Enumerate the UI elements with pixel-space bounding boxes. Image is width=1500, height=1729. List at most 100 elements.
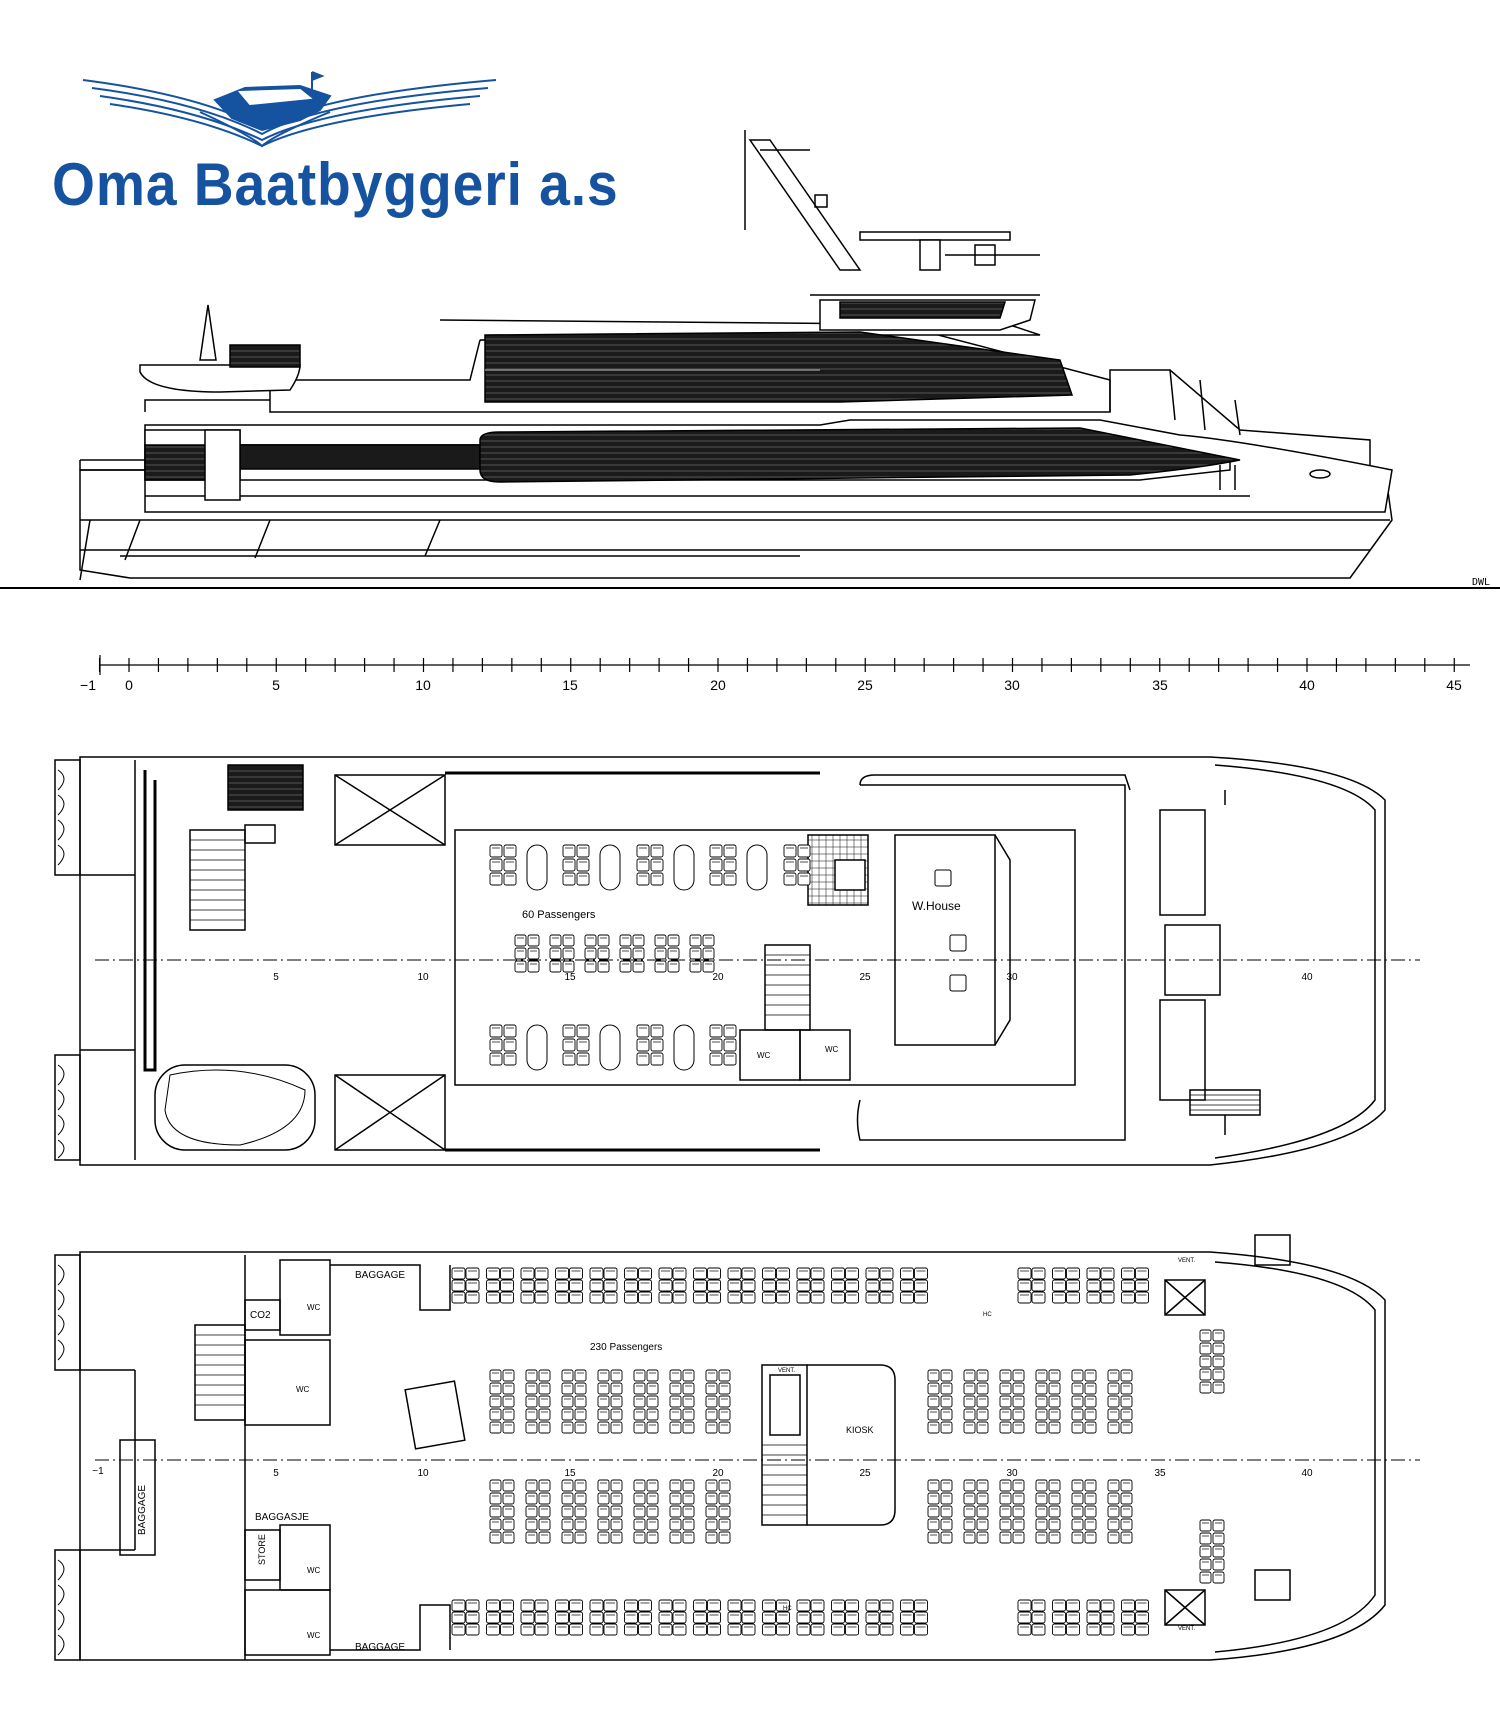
seat bbox=[845, 1623, 859, 1636]
seat bbox=[709, 1024, 723, 1038]
seat bbox=[646, 1518, 659, 1531]
seat bbox=[1031, 1291, 1046, 1304]
seat bbox=[707, 1291, 721, 1304]
seat bbox=[502, 1505, 515, 1518]
seat bbox=[1135, 1279, 1149, 1292]
seat bbox=[561, 1531, 574, 1544]
seat bbox=[1071, 1505, 1084, 1518]
wc-label: WC bbox=[307, 1566, 321, 1575]
logo-emblem bbox=[82, 71, 497, 148]
seat bbox=[525, 1479, 538, 1492]
scale-label: 35 bbox=[1152, 677, 1168, 693]
seat bbox=[672, 1279, 687, 1292]
seat bbox=[597, 1408, 610, 1421]
frame-label: 15 bbox=[564, 1468, 576, 1479]
seat bbox=[1052, 1291, 1066, 1304]
main-passenger-count: 230 Passengers bbox=[590, 1342, 662, 1353]
seat bbox=[1199, 1558, 1212, 1571]
seat bbox=[727, 1611, 742, 1624]
seat bbox=[1212, 1532, 1225, 1545]
seat bbox=[999, 1505, 1012, 1518]
seat bbox=[1066, 1623, 1080, 1636]
seat bbox=[538, 1531, 551, 1544]
seat bbox=[776, 1291, 790, 1304]
seat bbox=[1066, 1291, 1080, 1304]
seat bbox=[727, 1267, 742, 1280]
seat bbox=[865, 1279, 880, 1292]
seat bbox=[1084, 1382, 1097, 1395]
seat bbox=[1199, 1368, 1212, 1381]
seat bbox=[589, 1599, 604, 1612]
seat bbox=[489, 1479, 502, 1492]
seat bbox=[927, 1531, 940, 1544]
seat bbox=[1212, 1355, 1225, 1368]
seat bbox=[451, 1279, 466, 1292]
seat bbox=[610, 1408, 623, 1421]
seat bbox=[689, 960, 702, 973]
seat bbox=[879, 1611, 894, 1624]
seat bbox=[727, 1599, 742, 1612]
seat bbox=[534, 1599, 549, 1612]
seat bbox=[672, 1291, 687, 1304]
seat bbox=[1086, 1623, 1101, 1636]
seat bbox=[1066, 1599, 1080, 1612]
seat bbox=[1071, 1421, 1084, 1434]
seat bbox=[1107, 1531, 1120, 1544]
seat bbox=[489, 1492, 502, 1505]
seat bbox=[999, 1395, 1012, 1408]
seat bbox=[646, 1421, 659, 1434]
seat bbox=[1121, 1291, 1135, 1304]
seat bbox=[633, 1518, 646, 1531]
seat bbox=[624, 1267, 638, 1280]
seat bbox=[762, 1599, 776, 1612]
table bbox=[746, 844, 768, 891]
seat bbox=[538, 1492, 551, 1505]
seat bbox=[693, 1611, 707, 1624]
seat bbox=[810, 1279, 825, 1292]
seat bbox=[718, 1479, 731, 1492]
seat bbox=[514, 947, 527, 960]
seat bbox=[1048, 1531, 1061, 1544]
seat bbox=[610, 1369, 623, 1382]
seat bbox=[1035, 1505, 1048, 1518]
seat bbox=[1031, 1611, 1046, 1624]
seat bbox=[776, 1267, 790, 1280]
seat bbox=[555, 1267, 569, 1280]
seat bbox=[633, 1395, 646, 1408]
seat bbox=[1121, 1279, 1135, 1292]
seat bbox=[646, 1369, 659, 1382]
seat bbox=[900, 1623, 914, 1636]
seat bbox=[783, 872, 797, 886]
seat bbox=[633, 1369, 646, 1382]
seat bbox=[1052, 1611, 1066, 1624]
seat bbox=[865, 1611, 880, 1624]
seat bbox=[646, 1492, 659, 1505]
upper-deck-plan bbox=[54, 756, 1420, 1166]
seat bbox=[610, 1492, 623, 1505]
seat bbox=[718, 1408, 731, 1421]
seat bbox=[569, 1599, 583, 1612]
seat bbox=[451, 1267, 466, 1280]
seat bbox=[465, 1279, 480, 1292]
frame-label: 5 bbox=[273, 972, 279, 983]
seat bbox=[963, 1492, 976, 1505]
wc-label: WC bbox=[825, 1045, 839, 1054]
seat bbox=[963, 1382, 976, 1395]
seat bbox=[705, 1531, 718, 1544]
seat bbox=[500, 1267, 514, 1280]
seat bbox=[451, 1623, 466, 1636]
seat bbox=[555, 1623, 569, 1636]
seat bbox=[709, 1038, 723, 1052]
seat bbox=[1017, 1279, 1032, 1292]
seat bbox=[1071, 1369, 1084, 1382]
seat bbox=[1012, 1395, 1025, 1408]
seat bbox=[1107, 1492, 1120, 1505]
seat bbox=[489, 1382, 502, 1395]
scale-ticks bbox=[98, 658, 1455, 672]
seat bbox=[718, 1518, 731, 1531]
seat bbox=[465, 1623, 480, 1636]
seat bbox=[976, 1369, 989, 1382]
seat bbox=[561, 1518, 574, 1531]
seat bbox=[776, 1611, 790, 1624]
